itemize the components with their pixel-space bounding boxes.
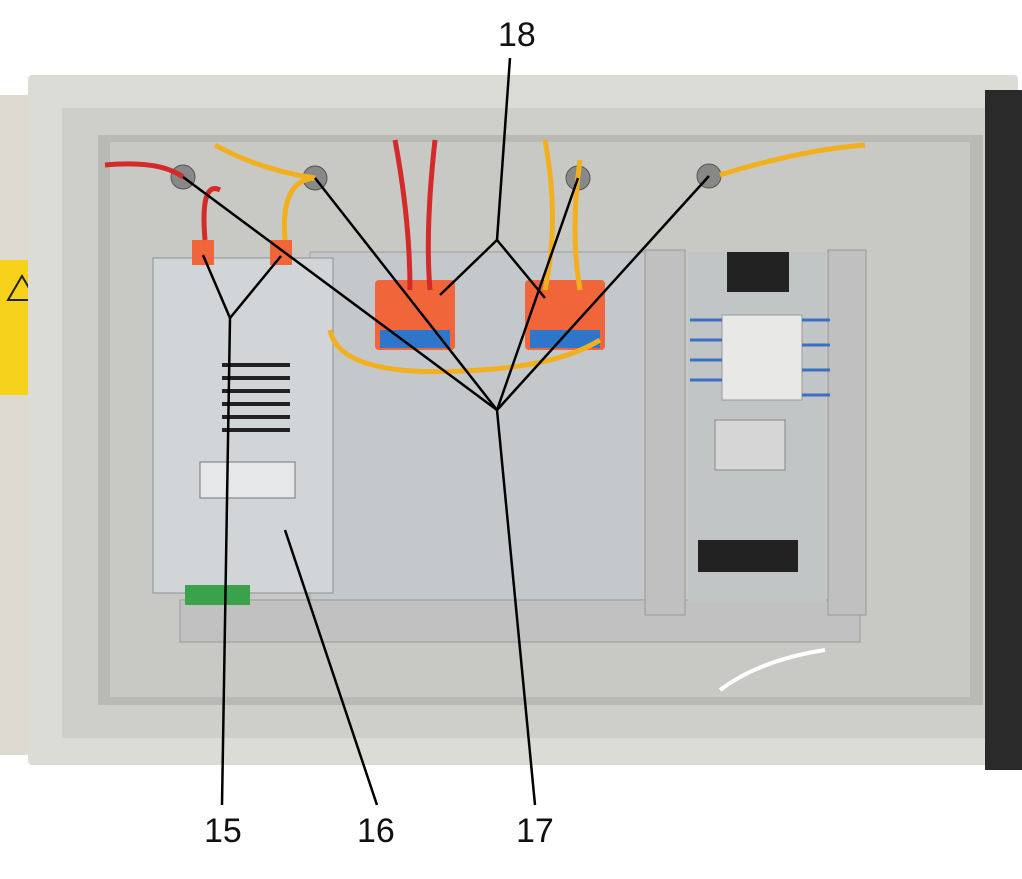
leader-18 <box>495 57 512 241</box>
relay <box>714 419 786 471</box>
cable-duct <box>179 599 861 643</box>
contactor <box>727 252 789 292</box>
vertical-duct-right <box>827 249 867 616</box>
terminal-bar <box>698 540 798 572</box>
hv-connector-label <box>530 330 600 348</box>
callout-16: 16 <box>357 812 395 850</box>
psu-output-terminal <box>192 240 214 265</box>
terminal-wires <box>690 318 830 397</box>
terminal-strip <box>721 314 803 401</box>
callout-18: 18 <box>498 16 536 54</box>
wiring <box>104 139 866 692</box>
leader-lines <box>182 57 710 806</box>
callout-15: 15 <box>204 812 242 850</box>
leader-17 <box>495 409 537 806</box>
psu-vents <box>222 363 290 432</box>
power-supply-unit <box>152 257 334 594</box>
vertical-duct-left <box>644 249 686 616</box>
cabinet-door-edge <box>985 90 1022 770</box>
callout-17: 17 <box>516 812 554 850</box>
psu-notice-label <box>199 461 296 499</box>
leader-15 <box>220 317 232 806</box>
leader-16 <box>283 529 379 806</box>
hv-connector-label <box>380 330 450 348</box>
psu-terminal-block <box>185 585 250 605</box>
